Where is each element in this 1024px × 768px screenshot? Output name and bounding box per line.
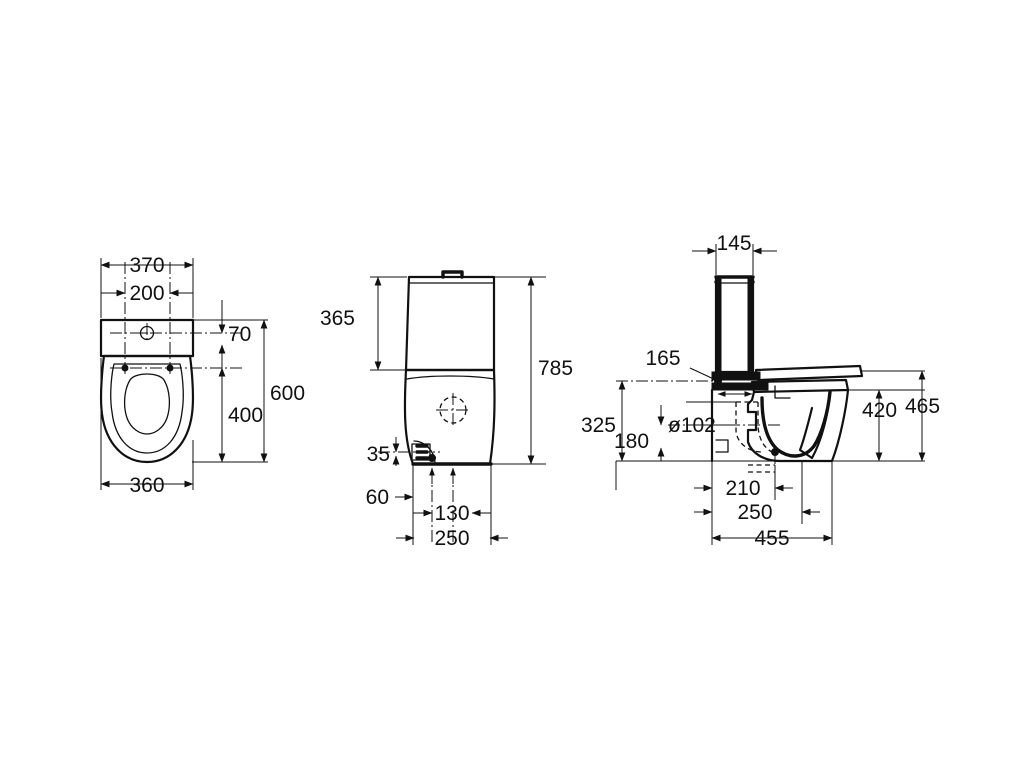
side-outlet-hidden-base — [748, 464, 775, 473]
plan-dim-370-label: 370 — [129, 254, 164, 277]
side-dim-145-label: 145 — [716, 232, 751, 255]
front-bowl-top-curve — [406, 375, 495, 380]
side-dim-465-label: 465 — [905, 395, 940, 418]
front-dim-60-label: 60 — [366, 486, 389, 509]
side-dim-210-label: 210 — [725, 477, 760, 500]
front-flush-button-icon[interactable] — [441, 270, 464, 279]
side-bowl-trap-wall — [798, 392, 832, 460]
side-cistern-wall-left — [715, 276, 722, 373]
front-dim-250-label: 250 — [434, 527, 469, 550]
side-seat-hinge-detail — [774, 385, 791, 399]
side-dim-180-label: 180 — [614, 430, 649, 453]
plan-dim-600-label: 600 — [270, 382, 305, 405]
side-seat-lid — [754, 364, 864, 382]
side-dim-455-label: 455 — [754, 527, 789, 550]
plan-dim-400-label: 400 — [228, 404, 263, 427]
plan-dim-70-label: 70 — [228, 323, 251, 346]
plan-bowl-opening — [123, 373, 171, 435]
front-dim-35-label: 35 — [367, 443, 390, 466]
front-dim-785-label: 785 — [538, 357, 573, 380]
plan-dim-200-label: 200 — [129, 282, 164, 305]
front-dim-130-label: 130 — [434, 502, 469, 525]
plan-dim-360-label: 360 — [129, 474, 164, 497]
side-dim-325-label: 325 — [581, 414, 616, 437]
side-dim-250-label: 250 — [737, 501, 772, 524]
front-dim-365-label: 365 — [320, 307, 355, 330]
side-outlet-hidden-upper — [735, 402, 763, 453]
side-dim-420-label: 420 — [862, 399, 897, 422]
side-back-fixing-detail — [715, 439, 729, 453]
front-elevation: 365 785 35 60 130 250 — [320, 270, 573, 550]
plan-rim-outline — [110, 363, 184, 454]
side-outlet-centre-mark — [771, 448, 779, 456]
plan-view: 370 200 70 400 600 360 — [99, 254, 305, 497]
side-leader-165 — [689, 367, 719, 382]
side-elevation: 145 165 325 180 ø102 420 465 210 250 455 — [581, 232, 940, 550]
side-bowl-outline — [746, 388, 850, 463]
side-dim-165-label: 165 — [645, 347, 680, 370]
front-inlet-port — [428, 454, 436, 462]
side-cistern-wall-right — [747, 276, 754, 373]
